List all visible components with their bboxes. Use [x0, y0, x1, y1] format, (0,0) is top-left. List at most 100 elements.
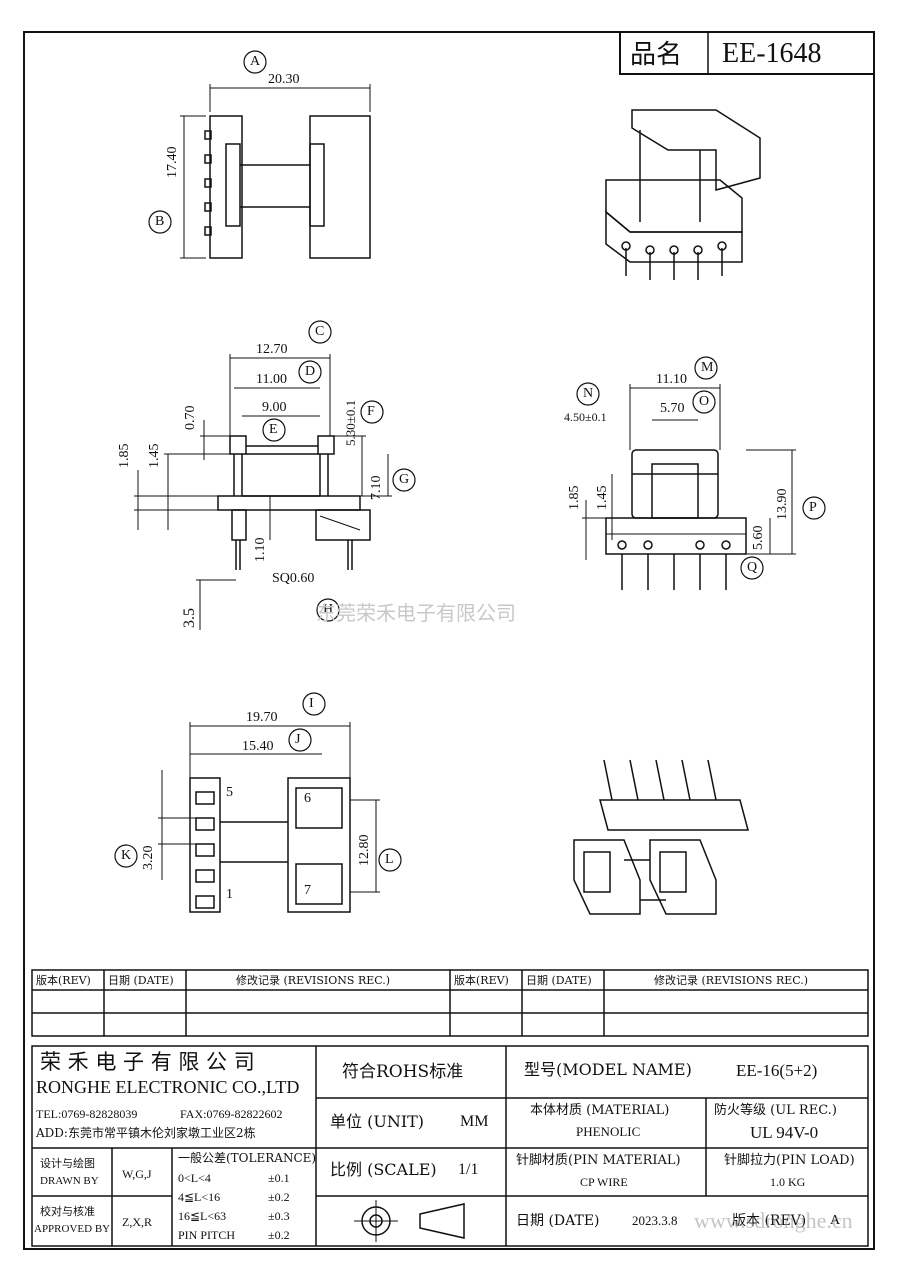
- rev-label: 版本 (REV): [732, 1213, 807, 1229]
- dim-e: 9.00: [262, 400, 287, 415]
- product-box: [619, 31, 875, 75]
- dim-letter-m: M: [701, 360, 714, 375]
- tolerance-value-1: ±0.1: [268, 1171, 290, 1185]
- dim-3-5: 3.5: [181, 608, 198, 628]
- bottom-view: [158, 722, 380, 913]
- dim-0-70: 0.70: [183, 405, 198, 431]
- dim-h: 1.10: [253, 537, 268, 563]
- dim-letter-a: A: [250, 54, 261, 69]
- rev-header-4: 版本(REV): [454, 974, 509, 987]
- dim-d: 11.00: [256, 372, 287, 387]
- dim-b: 17.40: [165, 146, 180, 179]
- pin-material-value: CP WIRE: [580, 1175, 628, 1189]
- material-value: PHENOLIC: [576, 1124, 641, 1139]
- watermark: 东莞荣禾电子有限公司: [316, 601, 516, 625]
- tolerance-range-4: PIN PITCH: [178, 1228, 236, 1242]
- dim-f: 5.30±0.1: [343, 399, 358, 446]
- dim-letter-b: B: [155, 214, 165, 229]
- tolerance-value-3: ±0.3: [268, 1209, 290, 1223]
- pin-load-value: 1.0 KG: [770, 1175, 806, 1189]
- rev-header-6: 修改记录 (REVISIONS REC.): [654, 974, 809, 987]
- dim-letter-n: N: [583, 386, 594, 401]
- dim-letter-d: D: [305, 364, 316, 379]
- date-value: 2023.3.8: [632, 1213, 678, 1228]
- scale-label: 比例 (SCALE): [330, 1160, 437, 1179]
- company-address: ADD:东莞市常平镇木伦刘家墩工业区2栋: [36, 1126, 256, 1140]
- dim-n: 4.50±0.1: [564, 410, 607, 424]
- dim-o: 5.70: [660, 401, 685, 416]
- title-block: [31, 1045, 869, 1247]
- ul-value: UL 94V-0: [750, 1123, 819, 1142]
- pin-load-label: 针脚拉力(PIN LOAD): [724, 1153, 855, 1168]
- ul-label: 防火等级 (UL REC.): [714, 1103, 837, 1118]
- dim-letter-h: H: [323, 602, 334, 617]
- rev-value: A: [830, 1213, 841, 1228]
- side-view: [582, 384, 796, 590]
- revision-table: [31, 969, 869, 1037]
- tolerance-range-2: 4≦L<16: [178, 1190, 221, 1204]
- date-label: 日期 (DATE): [516, 1213, 600, 1229]
- pin-material-label: 针脚材质(PIN MATERIAL): [516, 1153, 681, 1168]
- pin-1-label: 1: [226, 887, 233, 902]
- dim-letter-c: C: [315, 324, 325, 339]
- website-watermark: www.sdronghe.cn: [694, 1208, 853, 1233]
- model-value: EE-16(5+2): [736, 1061, 818, 1080]
- iso-view-bottom: [573, 759, 749, 915]
- rev-header-5: 日期 (DATE): [526, 974, 592, 987]
- pin-7-label: 7: [304, 883, 311, 898]
- dim-r-1-45: 1.45: [595, 485, 610, 511]
- dim-g: 7.10: [369, 475, 384, 501]
- tolerance-value-4: ±0.2: [268, 1228, 290, 1242]
- dim-p: 13.90: [775, 488, 790, 521]
- dim-letter-e: E: [269, 422, 278, 437]
- dim-letter-j: J: [295, 732, 301, 747]
- dim-letter-i: I: [309, 696, 314, 711]
- front-view: [134, 354, 392, 630]
- dim-i: 19.70: [246, 710, 278, 725]
- dim-label-circles: [114, 50, 826, 872]
- unit-value: MM: [460, 1113, 489, 1130]
- dim-l: 12.80: [357, 834, 372, 867]
- dim-r-1-85: 1.85: [567, 485, 582, 511]
- dim-m: 11.10: [656, 372, 687, 387]
- drawn-by-label-cn: 设计与绘图: [40, 1157, 95, 1170]
- approved-by-label-en: APPROVED BY: [34, 1223, 111, 1235]
- tolerance-range-3: 16≦L<63: [178, 1209, 227, 1223]
- scale-value: 1/1: [458, 1161, 479, 1178]
- dim-letter-o: O: [699, 394, 710, 409]
- top-view: [180, 84, 371, 259]
- model-label: 型号(MODEL NAME): [524, 1060, 692, 1079]
- company-name-en: RONGHE ELECTRONIC CO.,LTD: [36, 1077, 300, 1097]
- rev-header-2: 日期 (DATE): [108, 974, 174, 987]
- dim-1-45: 1.45: [147, 443, 162, 469]
- dim-k: 3.20: [141, 845, 156, 871]
- drawn-by-label-en: DRAWN BY: [40, 1175, 99, 1187]
- dim-letter-q: Q: [747, 560, 758, 575]
- dim-c: 12.70: [256, 342, 288, 357]
- drawn-by-value: W,G,J: [122, 1167, 152, 1181]
- pin-5-label: 5: [226, 785, 233, 800]
- product-name-label: 品名: [630, 40, 683, 70]
- product-name-value: EE-1648: [722, 38, 822, 69]
- dim-j: 15.40: [242, 739, 274, 754]
- rev-header-3: 修改记录 (REVISIONS REC.): [236, 974, 391, 987]
- dim-letter-p: P: [809, 500, 817, 515]
- dim-letter-l: L: [385, 852, 394, 867]
- material-label: 本体材质 (MATERIAL): [530, 1103, 670, 1118]
- sheet-border: [23, 31, 875, 1250]
- dim-sq: SQ0.60: [272, 571, 315, 586]
- approved-by-label-cn: 校对与核准: [40, 1205, 95, 1218]
- iso-view-top: [605, 109, 761, 280]
- approved-by-value: Z,X,R: [122, 1215, 152, 1229]
- dim-letter-k: K: [121, 848, 132, 863]
- rohs-label: 符合ROHS标准: [342, 1062, 464, 1082]
- dim-letter-f: F: [367, 404, 375, 419]
- dim-letter-g: G: [399, 472, 410, 487]
- dim-1-85: 1.85: [117, 443, 132, 469]
- unit-label: 单位 (UNIT): [330, 1112, 425, 1131]
- company-name-cn: 荣 禾 电 子 有 限 公 司: [40, 1050, 255, 1074]
- pin-6-label: 6: [304, 791, 311, 806]
- tolerance-range-1: 0<L<4: [178, 1171, 211, 1185]
- dim-a: 20.30: [268, 72, 300, 87]
